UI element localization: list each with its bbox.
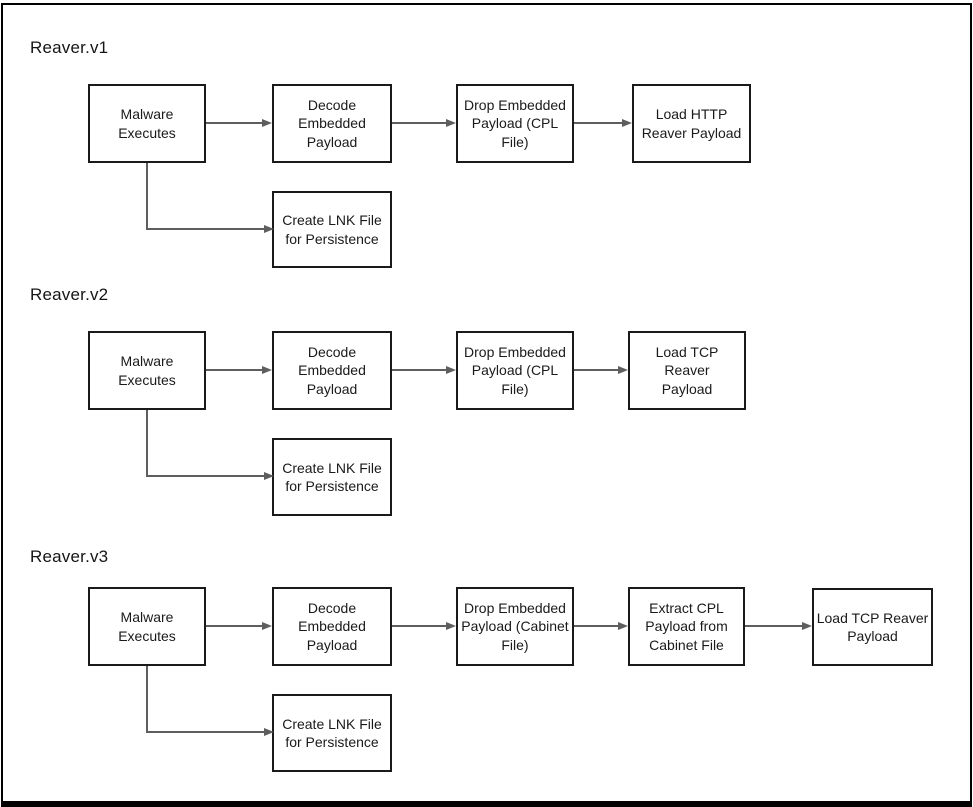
node-v3-create-lnk-persistence: Create LNK File for Persistence [272, 694, 392, 772]
node-v1-drop-embedded-payload-cpl: Drop Embedded Payload (CPL File) [456, 84, 574, 163]
node-v2-create-lnk-persistence: Create LNK File for Persistence [272, 438, 392, 516]
arrow-right-icon [745, 622, 812, 630]
section-title-reaver-v1: Reaver.v1 [30, 38, 109, 57]
node-v3-load-tcp-reaver-payload: Load TCP Reaver Payload [812, 588, 933, 666]
arrow-right-icon [206, 622, 272, 630]
node-v1-decode-embedded-payload: Decode Embedded Payload [272, 84, 392, 163]
node-v2-load-tcp-reaver-payload: Load TCP Reaver Payload [628, 331, 746, 410]
arrow-right-icon [574, 622, 628, 630]
elbow-arrow-icon [146, 163, 274, 233]
node-v2-decode-embedded-payload: Decode Embedded Payload [272, 331, 392, 410]
elbow-arrow-icon [146, 410, 274, 480]
node-v2-drop-embedded-payload-cpl: Drop Embedded Payload (CPL File) [456, 331, 574, 410]
node-v1-malware-executes: Malware Executes [88, 84, 206, 163]
node-v3-malware-executes: Malware Executes [88, 587, 206, 666]
arrow-right-icon [206, 119, 272, 127]
section-title-reaver-v2: Reaver.v2 [30, 285, 109, 304]
section-title-reaver-v3: Reaver.v3 [30, 547, 109, 566]
arrow-right-icon [392, 622, 456, 630]
node-v3-extract-cpl-from-cabinet: Extract CPL Payload from Cabinet File [628, 587, 745, 666]
arrow-right-icon [574, 366, 628, 374]
node-v3-drop-embedded-payload-cabinet: Drop Embedded Payload (Cabinet File) [456, 587, 574, 666]
node-v3-decode-embedded-payload: Decode Embedded Payload [272, 587, 392, 666]
node-v2-malware-executes: Malware Executes [88, 331, 206, 410]
node-v1-create-lnk-persistence: Create LNK File for Persistence [272, 191, 392, 268]
arrow-right-icon [392, 366, 456, 374]
elbow-arrow-icon [146, 666, 274, 736]
arrow-right-icon [206, 366, 272, 374]
arrow-right-icon [392, 119, 456, 127]
arrow-right-icon [574, 119, 632, 127]
node-v1-load-http-reaver-payload: Load HTTP Reaver Payload [632, 84, 751, 163]
